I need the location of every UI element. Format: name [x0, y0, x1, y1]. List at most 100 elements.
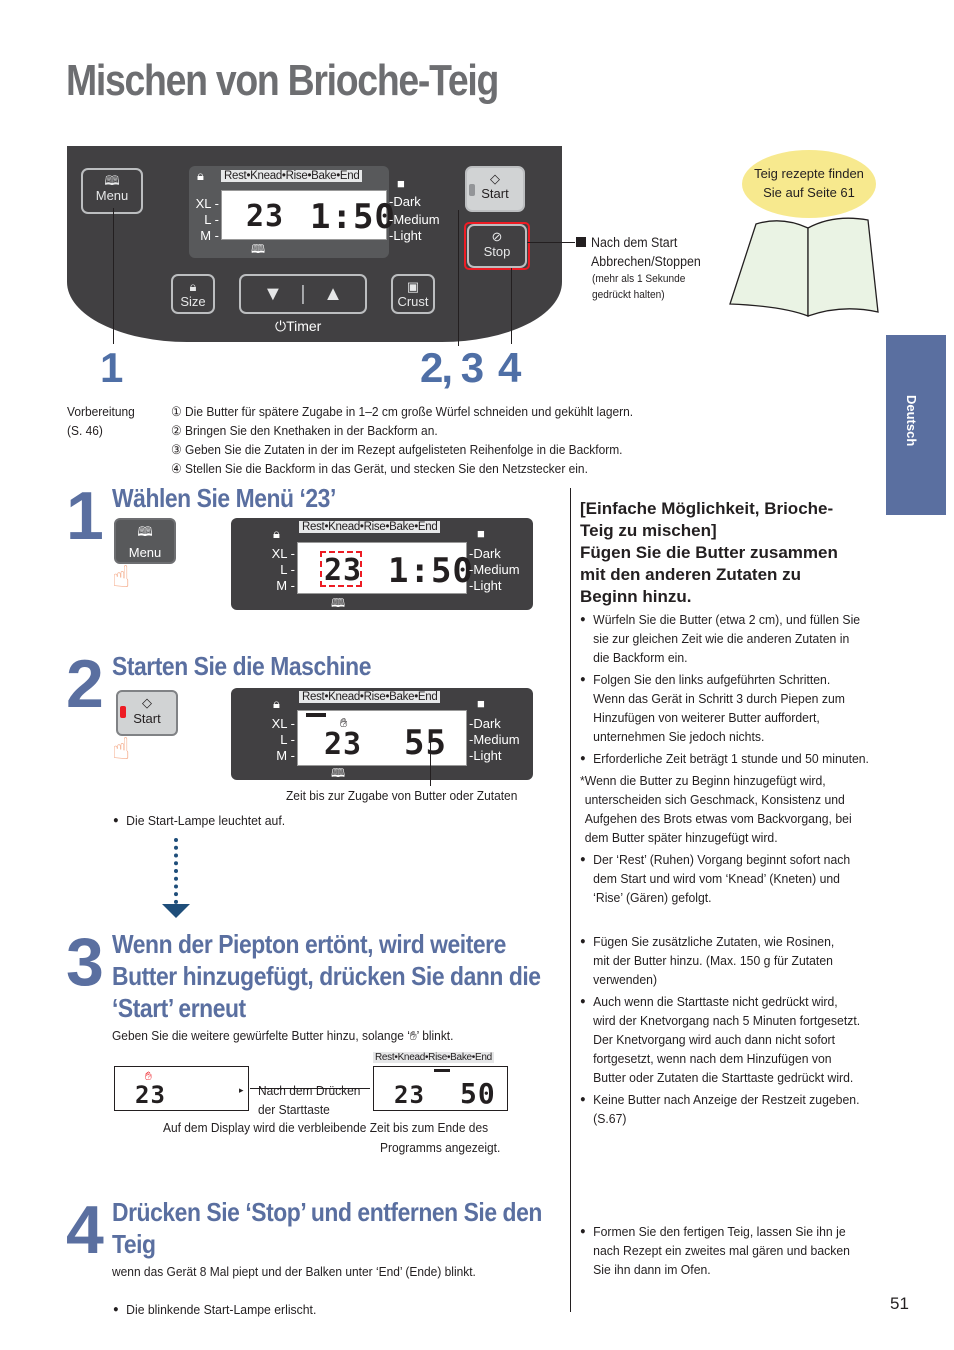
timer-label: ⏻Timer: [275, 318, 322, 334]
start-lamp: [469, 184, 475, 196]
page-title: Mischen von Brioche-Teig: [66, 56, 499, 105]
tip-list-3: Formen Sie den fertigen Teig, lassen Sie…: [580, 1222, 876, 1279]
footnote: *Wenn die Butter zu Beginn hinzugefügt w…: [580, 773, 852, 845]
crust-button[interactable]: ▣ Crust: [391, 274, 435, 314]
start-lamp-lit: [120, 706, 126, 718]
lock-icon: 🔒︎: [189, 279, 197, 294]
book-icon: 🕮: [251, 242, 266, 256]
menu-label: Menu: [95, 188, 129, 203]
menu-button[interactable]: 🕮 Menu: [81, 168, 143, 214]
tip-list-2: Fügen Sie zusätzliche Zutaten, wie Rosin…: [580, 932, 876, 1128]
size-label: Size: [180, 294, 206, 309]
step-note: Die Start-Lampe leuchtet auf.: [113, 811, 404, 830]
stop-note-sub-2: gedrückt halten): [592, 289, 665, 301]
arrow-line: [250, 1088, 370, 1089]
stop-icon: ⊘: [491, 229, 503, 244]
book-icon: 🕮: [331, 766, 346, 780]
crust-label: Crust: [397, 294, 429, 309]
size-button[interactable]: 🔒︎ Size: [171, 274, 215, 314]
caption-line: [430, 740, 431, 786]
book-icon: 🕮: [137, 524, 153, 539]
crust-icon: ▣: [406, 279, 420, 294]
prep-label: Vorbereitung: [67, 404, 135, 419]
timer-adjust-button[interactable]: ▼ | ▲: [239, 274, 367, 314]
step-heading: Drücken Sie ‘Stop’ und entfernen Sie den: [112, 1197, 542, 1227]
step-heading: Teig: [112, 1229, 156, 1259]
step-heading: ‘Start’ erneut: [112, 993, 246, 1023]
book-icon: 🕮: [104, 173, 120, 188]
butter-icon: ✋︎: [340, 715, 348, 730]
stop-button[interactable]: ⊘ Stop: [467, 224, 527, 268]
step-text: wenn das Gerät 8 Mal piept und der Balke…: [112, 1264, 476, 1279]
menu-number: 23: [324, 727, 363, 762]
callout-line-4: [511, 268, 512, 344]
control-panel: 🕮 Menu Rest•Knead•Rise•Bake•End 🔒︎ XL - …: [67, 146, 562, 342]
step-number: 4: [66, 1192, 104, 1268]
prep-item: ③ Geben Sie die Zutaten in der im Rezept…: [171, 442, 623, 457]
step-note: Die blinkende Start-Lampe erlischt.: [113, 1300, 404, 1319]
list-item: Fügen Sie zusätzliche Zutaten, wie Rosin…: [580, 932, 871, 989]
timer-icon: ⏻: [275, 318, 287, 334]
column-divider: [570, 488, 571, 1312]
crust-indicator-icon: ■: [477, 526, 485, 541]
arrow-text: der Starttaste: [258, 1102, 330, 1117]
step-heading: Starten Sie die Maschine: [112, 651, 372, 681]
step-number: 2: [66, 646, 104, 722]
crust-dark: -Dark: [389, 194, 421, 209]
callout-number-1: 1: [100, 344, 124, 391]
step1-display: Rest•Knead•Rise•Bake•End 🔒︎ XL - L - M -…: [231, 518, 533, 610]
callout-number-2-3: 2, 3: [420, 344, 484, 391]
butter-icon: ✋︎: [409, 1028, 417, 1043]
step-heading: Wählen Sie Menü ‘23’: [112, 483, 336, 513]
display-caption: Zeit bis zur Zugabe von Butter oder Zuta…: [286, 788, 518, 803]
menu-button-illustration: 🕮 Menu: [114, 518, 176, 564]
step-number: 1: [66, 478, 104, 554]
size-xl: XL -: [195, 196, 219, 211]
program-strip: Rest•Knead•Rise•Bake•End: [373, 1052, 494, 1063]
arrow-down-icon: [162, 904, 190, 918]
crust-medium: -Medium: [389, 212, 440, 227]
step-heading: Butter hinzugefügt, drücken Sie dann die: [112, 961, 541, 991]
crust-indicator-icon: ■: [477, 696, 485, 711]
step-heading: Wenn der Piepton ertönt, wird weitere: [112, 929, 506, 959]
display-caption: Auf dem Display wird die verbleibende Ze…: [163, 1120, 489, 1135]
list-item: Folgen Sie den links aufgeführten Schrit…: [580, 670, 871, 746]
size-l: L -: [204, 212, 219, 227]
prep-item: ④ Stellen Sie die Backform in das Gerät,…: [171, 461, 588, 476]
display-caption: Programms angezeigt.: [380, 1140, 501, 1155]
arrow-text: Nach dem Drücken: [258, 1083, 361, 1098]
open-book-icon: [729, 217, 879, 317]
step-number: 3: [66, 924, 104, 1000]
start-diamond-icon: ◇: [142, 695, 152, 710]
lock-icon: 🔒︎: [273, 696, 280, 711]
language-tab: Deutsch: [886, 335, 946, 515]
hand-icon: ☝︎: [112, 561, 131, 594]
stop-callout-line: [527, 242, 575, 243]
display-before: ✋︎ 23 ▸: [114, 1066, 249, 1111]
square-bullet-icon: [576, 237, 586, 247]
recipe-bubble: Teig rezepte finden Sie auf Seite 61: [742, 150, 876, 218]
program-strip: Rest•Knead•Rise•Bake•End: [221, 170, 363, 182]
step-text: Geben Sie die weitere gewürfelte Butter …: [112, 1028, 454, 1043]
stop-note-sub: (mehr als 1 Sekunde: [592, 273, 686, 285]
callout-line-2: [458, 210, 459, 346]
crust-indicator-icon: ■: [397, 176, 405, 191]
menu-highlight: [320, 551, 362, 587]
time-readout: 1:50: [310, 197, 396, 237]
start-button-illustration: ◇ Start: [116, 690, 178, 736]
list-item: Keine Butter nach Anzeige der Restzeit z…: [580, 1090, 871, 1128]
start-button[interactable]: ◇ Start: [465, 166, 525, 212]
stop-note-title-2: Abbrechen/Stoppen: [591, 254, 701, 269]
start-label: Start: [481, 186, 509, 201]
page-number: 51: [890, 1294, 909, 1313]
step2-display: Rest•Knead•Rise•Bake•End 🔒︎ XL - L - M -…: [231, 688, 533, 780]
menu-number: 23: [324, 553, 363, 588]
progress-bar: [434, 1069, 450, 1072]
list-item: Würfeln Sie die Butter (etwa 2 cm), und …: [580, 610, 871, 667]
list-item: Der ‘Rest’ (Ruhen) Vorgang beginnt sofor…: [580, 850, 871, 907]
crust-light: -Light: [389, 228, 422, 243]
prep-item: ① Die Butter für spätere Zugabe in 1–2 c…: [171, 404, 634, 419]
book-icon: 🕮: [331, 596, 346, 610]
time-readout: 55: [404, 723, 447, 763]
hand-icon: ☝︎: [112, 733, 131, 766]
